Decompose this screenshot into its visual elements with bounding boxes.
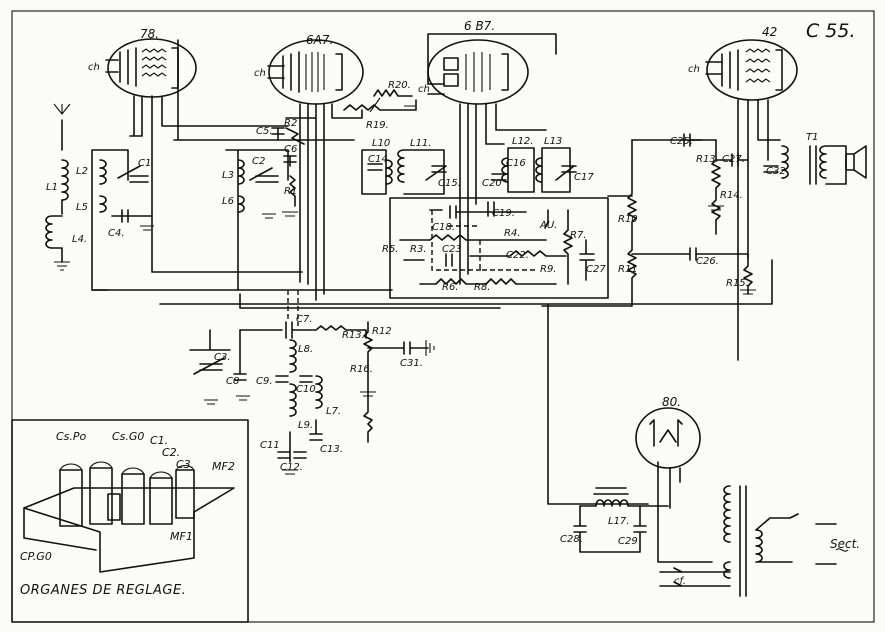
label-c12: C12. [280,462,303,473]
label-c9: C9. [256,376,273,387]
tube-80-label: 80. [662,395,681,409]
inset-label-cs-po: Cs.Po [56,430,87,443]
label-c29: C29 [618,536,638,547]
label-r16: R16. [350,364,373,375]
label-c13: C13. [320,444,343,455]
label-r12: R12 [372,326,392,337]
label-l9: L9. [298,420,313,431]
label-c26: C26. [696,256,719,267]
label-l3: L3 [222,170,234,181]
label-l1: L1 [46,182,58,193]
wiring [45,33,867,597]
inset-box [11,419,249,623]
label-r4: R4. [504,228,521,239]
label-l2: L2 [76,166,88,177]
label-c3: C3. [214,352,231,363]
tube-6a7-label: 6A7. [306,33,333,47]
sheet-border [11,10,875,623]
label-r10: R10 [618,214,638,225]
label-r6: R6. [442,282,459,293]
label-c7: C7. [296,314,313,325]
label-c1: C1 [138,158,151,169]
label-ch-4: ch [688,64,700,75]
label-c31: C31. [400,358,423,369]
label-ch-3: ch [418,84,430,95]
label-ch-1: ch [88,62,100,73]
label-l8: L8. [298,344,313,355]
label-c11: C11 [260,440,280,451]
inset-label-mf2: MF2 [212,460,235,473]
tube-42-label: 42 [762,25,777,39]
model-number: C 55. [806,20,856,42]
tube-6a7 [268,39,364,105]
label-r14: R14. [720,190,743,201]
label-c10: C10 [296,384,316,395]
tube-6b7 [427,39,529,105]
label-r19: R19. [366,120,389,131]
label-r20: R20. [388,80,411,91]
label-c5: C5. [256,126,273,137]
label-c28: C28. [560,534,583,545]
label-l10: L10 [372,138,390,149]
label-r11: R11 [618,264,638,275]
label-r13b: R13. [696,154,719,165]
label-c20: C20 [482,178,502,189]
label-c19: C19. [492,208,515,219]
label-c18: C18. [432,222,455,233]
label-sect: Sect. [830,537,860,551]
label-c6: C6 [284,144,297,155]
inset-label-cs-go: Cs.G0 [112,430,144,443]
tube-42 [706,39,798,101]
inset-label-c3: C3. [176,458,194,471]
label-c25: C25. [670,136,693,147]
label-ch-2: ch [254,68,266,79]
heater-leads [105,59,723,95]
label-c14: C14 [368,154,388,165]
label-l6: L6 [222,196,234,207]
label-c32: C32 [766,166,786,177]
labels: C 55. 78. 6A7. 6 B7. 42 80. ch ch ch ch … [20,19,860,598]
label-c2: C2 [252,156,265,167]
inset-label-c1: C1. [150,434,168,447]
label-c22: C22. [506,250,529,261]
tube-78-label: 78. [140,27,159,41]
label-r1: R1 [284,186,297,197]
label-l7: L7. [326,406,341,417]
label-l5: L5 [76,202,88,213]
label-c8: C8 [226,376,239,387]
tube-78 [107,38,197,98]
label-r5: R5. [382,244,399,255]
label-au: AU. [539,220,557,231]
label-c27b: C27 [586,264,606,275]
label-r2: R2 [284,118,297,129]
label-cf: cf. [674,576,686,587]
label-r15: R15. [726,278,749,289]
inset-caption: ORGANES DE REGLAGE. [20,583,186,598]
label-l11: L11. [410,138,431,149]
label-c4: C4. [108,228,125,239]
label-r3: R3. [410,244,427,255]
inset-label-mf1: MF1 [170,530,193,543]
label-t1: T1 [806,132,818,143]
tube-80 [635,407,701,469]
label-r13: R13. [342,330,365,341]
label-l13: L13 [544,136,562,147]
tube-6b7-label: 6 B7. [464,19,495,33]
label-c15: C15. [438,178,461,189]
label-c27: C27. [722,154,745,165]
label-l12: L12. [512,136,533,147]
label-c17: C17 [574,172,594,183]
inset-label-cp-go: CP.G0 [20,550,52,563]
label-l17: L17. [608,516,629,527]
label-r8: R8. [474,282,491,293]
label-r9: R9. [540,264,557,275]
label-c23: C23 [442,244,462,255]
inset-label-c2: C2. [162,446,180,459]
label-r7: R7. [570,230,587,241]
label-l4: L4. [72,234,87,245]
label-c16: C16 [506,158,526,169]
